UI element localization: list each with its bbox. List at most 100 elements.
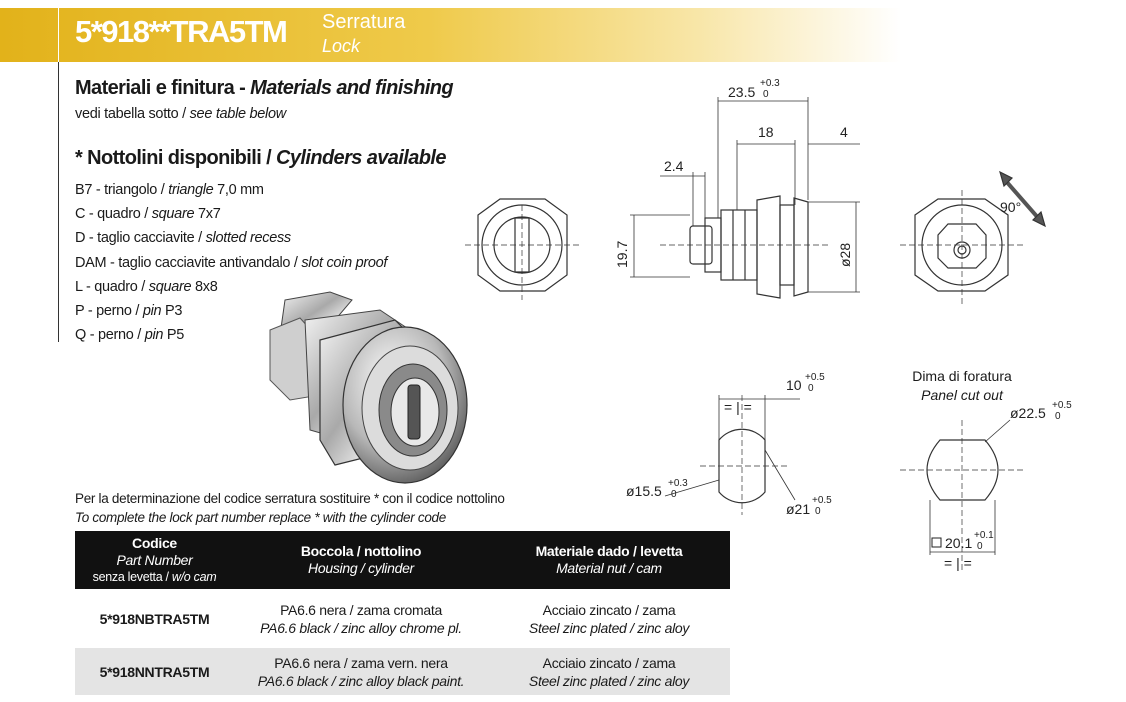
cylinder-item-en: pin [142, 303, 162, 320]
cylinder-item-tail: 7,0 mm [213, 182, 264, 198]
dim-18: 18 [758, 124, 774, 140]
header-band [0, 8, 1126, 62]
dim-22-5-tol: +0.5 [1052, 400, 1072, 411]
row-material-it: Acciaio zincato / zama [542, 654, 676, 671]
col-header-housing-main: Boccola / nottolino [300, 543, 422, 559]
row-code: 5*918NBTRA5TM [99, 610, 210, 627]
col-header-code-small-it: senza levetta / [92, 569, 172, 584]
row-housing-en: PA6.6 black / zinc alloy chrome pl. [260, 619, 462, 636]
table-header-row: Codice Part Number senza levetta / w/o c… [75, 531, 730, 589]
col-header-material: Materiale dado / levetta Material nut / … [488, 531, 730, 589]
cylinder-item-en: triangle [168, 182, 214, 198]
cylinder-item: Q - perno / pin P5 [75, 323, 387, 347]
dim-28: ø28 [837, 243, 853, 267]
materials-desc-en: see table below [189, 106, 287, 122]
dimension-labels: 23.5 +0.3 0 18 4 2.4 19.7 ø28 90° 10 +0.… [614, 78, 1072, 571]
header-separator [58, 8, 59, 62]
cylinder-item-it: P - perno / [75, 303, 143, 320]
cylinder-list: B7 - triangolo / triangle 7,0 mm C - qua… [75, 178, 387, 347]
materials-desc-it: vedi tabella sotto / [75, 106, 190, 122]
dim-equal-top: = | = [724, 399, 752, 415]
dim-22-5: ø22.5 [1010, 405, 1046, 421]
left-rule [58, 62, 59, 342]
product-code: 5*918**TRA5TM [75, 14, 288, 49]
dim-2-4: 2.4 [664, 158, 684, 174]
dim-10-tol: +0.5 [805, 372, 825, 383]
dim-10-tol2: 0 [808, 383, 814, 394]
cylinder-item-it: L - quadro / [75, 278, 149, 295]
cylinder-item-tail: P5 [163, 327, 185, 344]
note-en: To complete the lock part number replace… [75, 510, 446, 525]
hole-profile-drawing [664, 395, 800, 515]
cylinder-item-it: B7 - triangolo / [75, 182, 169, 198]
dim-21-tol: +0.5 [812, 495, 832, 506]
cylinder-item-en: slotted recess [205, 230, 292, 247]
cutout-label-it: Dima di foratura [912, 368, 1012, 384]
dim-15-5: ø15.5 [626, 483, 662, 499]
product-title-en: Lock [322, 36, 361, 56]
cylinder-item-it: D - taglio cacciavite / [75, 230, 206, 247]
cylinders-heading: * Nottolini disponibili / Cylinders avai… [75, 147, 446, 170]
cylinder-item-tail: P3 [161, 303, 183, 320]
cylinder-item-it: Q - perno / [75, 327, 145, 344]
cylinder-item: DAM - taglio cacciavite antivandalo / sl… [75, 251, 387, 275]
cylinder-item-tail: 7x7 [194, 206, 221, 223]
dim-4: 4 [840, 124, 848, 140]
dim-22-5-tol2: 0 [1055, 411, 1061, 422]
col-header-code-sub: Part Number [116, 551, 193, 568]
cylinder-item-en: square [148, 278, 192, 295]
cylinder-item-en: slot coin proof [301, 254, 388, 271]
dim-23-5-tol: +0.3 [760, 78, 780, 89]
side-view-drawing [630, 97, 860, 299]
cylinder-item-en: pin [144, 327, 164, 344]
dim-23-5-tol2: 0 [763, 89, 769, 100]
square-symbol [931, 537, 942, 548]
dim-20-1-tol: +0.1 [974, 530, 994, 541]
row-housing-it: PA6.6 nera / zama cromata [280, 601, 442, 618]
col-header-code: Codice Part Number senza levetta / w/o c… [75, 531, 234, 589]
cylinder-item-en: square [151, 206, 195, 223]
rear-view-drawing [900, 170, 1046, 305]
cylinder-item-it: DAM - taglio cacciavite antivandalo / [75, 254, 302, 271]
dim-21-tol2: 0 [815, 506, 821, 517]
dim-20-1-tol2: 0 [977, 541, 983, 552]
col-header-material-main: Materiale dado / levetta [535, 543, 683, 559]
dim-15-5-tol: +0.3 [668, 478, 688, 489]
dim-10: 10 [786, 377, 802, 393]
dim-23-5: 23.5 [728, 84, 755, 100]
table-row: 5*918NNTRA5TM PA6.6 nera / zama vern. ne… [75, 648, 730, 695]
lock-product-image [269, 291, 468, 484]
materials-heading-it: Materiali e finitura - [75, 77, 251, 99]
cylinder-item: P - perno / pin P3 [75, 299, 387, 323]
materials-desc: vedi tabella sotto / see table below [75, 106, 286, 122]
row-housing-it: PA6.6 nera / zama vern. nera [274, 654, 448, 671]
dim-19-7: 19.7 [614, 241, 630, 268]
product-title-it: Serratura [322, 11, 406, 33]
note-it: Per la determinazione del codice serratu… [75, 491, 505, 506]
part-number-table: Codice Part Number senza levetta / w/o c… [75, 531, 730, 695]
col-header-material-sub: Material nut / cam [556, 560, 662, 576]
cylinder-item: L - quadro / square 8x8 [75, 275, 387, 299]
dim-angle: 90° [1000, 199, 1021, 215]
cutout-label-en: Panel cut out [921, 387, 1003, 403]
row-material-it: Acciaio zincato / zama [542, 601, 676, 618]
dim-21: ø21 [786, 501, 810, 517]
panel-cutout-drawing [900, 419, 1025, 570]
cylinders-heading-it: * Nottolini disponibili / [75, 147, 277, 169]
cylinder-item: B7 - triangolo / triangle 7,0 mm [75, 178, 387, 202]
dim-20-1: 20.1 [945, 535, 972, 551]
cylinder-item: C - quadro / square 7x7 [75, 202, 387, 226]
cylinder-item-tail: 8x8 [191, 278, 218, 295]
col-header-code-small-en: w/o cam [171, 569, 217, 584]
col-header-housing-sub: Housing / cylinder [308, 560, 414, 576]
dim-equal-bottom: = | = [944, 555, 972, 571]
col-header-code-main: Codice [132, 534, 177, 551]
cylinder-item: D - taglio cacciavite / slotted recess [75, 226, 387, 250]
materials-heading: Materiali e finitura - Materials and fin… [75, 77, 454, 100]
